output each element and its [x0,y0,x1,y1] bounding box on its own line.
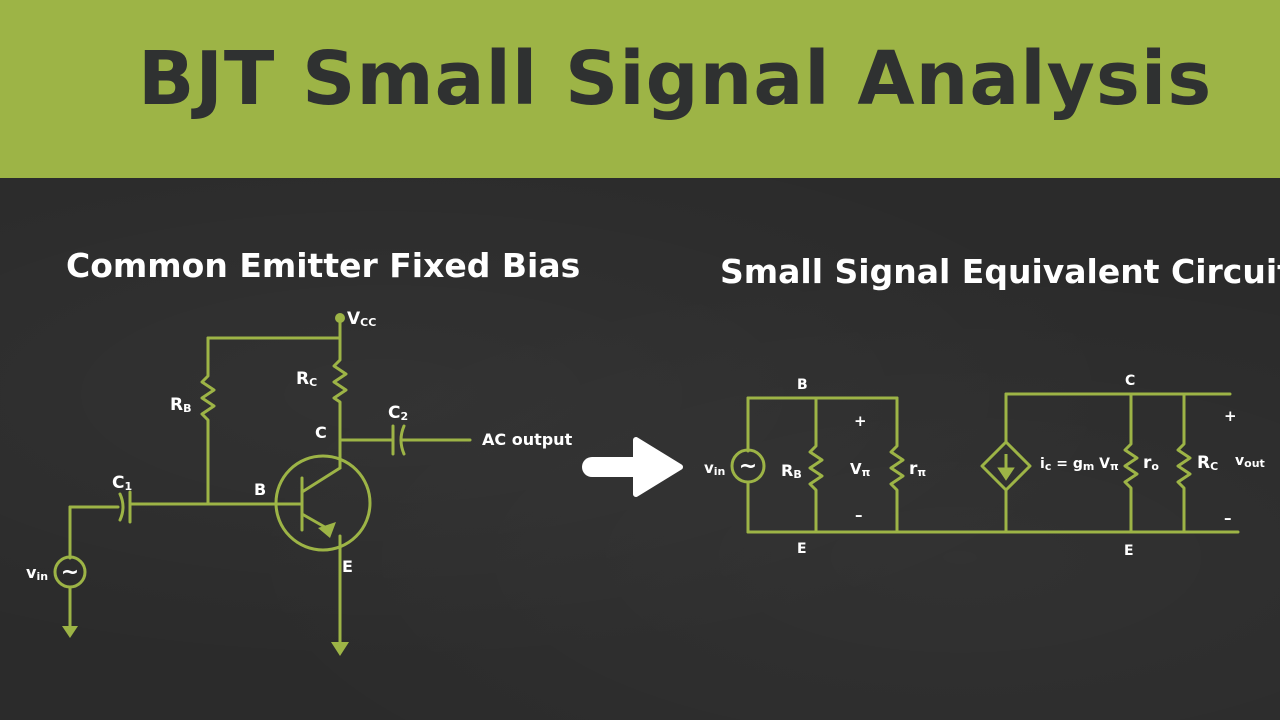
right-circuit-wiring [730,392,1240,534]
equiv-emitter-node-label-left: E [797,541,807,557]
left-circuit-title: Common Emitter Fixed Bias [66,246,581,285]
equiv-emitter-node-label-right: E [1124,543,1134,559]
right-vin-label: vin [704,459,725,478]
c1-label: C1 [112,473,132,493]
vin-ground-arrow [62,626,78,638]
left-vin-label: vin [26,563,48,583]
emitter-arrow [318,522,336,538]
vpi-label: Vπ [850,460,871,479]
vcc-label: VCC [347,309,376,329]
left-circuit-wiring [53,316,472,644]
right-circuit-title: Small Signal Equivalent Circuit [720,252,1280,291]
rb-label: RB [170,395,191,415]
equiv-base-node-label: B [797,377,808,393]
emitter-ground-arrow [331,642,349,656]
vpi-minus-sign: – [855,506,863,524]
equiv-rb-label: RB [781,461,802,481]
ac-output-label: AC output [482,430,573,449]
base-node-label: B [254,480,266,499]
left-vin-source-symbol: ~ [61,560,79,585]
vout-minus-sign: – [1224,509,1232,527]
right-arrow-icon [582,437,683,497]
equiv-rc-label: RC [1197,453,1218,473]
rc-label: RC [296,369,317,389]
current-source-arrow-icon [997,454,1015,481]
page-title: BJT Small Signal Analysis [138,36,1213,122]
chalkboard-background [0,178,1280,720]
vpi-plus-sign: + [854,412,867,430]
collector-node-label: C [315,423,327,442]
vcc-node-dot [335,313,345,323]
right-vin-source-symbol: ~ [739,454,757,479]
vout-label: vout [1235,453,1265,470]
header-banner: BJT Small Signal Analysis [0,0,1280,178]
equiv-collector-node-label: C [1125,373,1135,389]
emitter-node-label: E [342,557,353,576]
vout-plus-sign: + [1224,407,1237,425]
ro-label: ro [1143,453,1159,473]
ic-equation-label: ic = gm Vπ [1040,456,1119,473]
c2-label: C2 [388,403,408,423]
rpi-label: rπ [909,459,926,479]
